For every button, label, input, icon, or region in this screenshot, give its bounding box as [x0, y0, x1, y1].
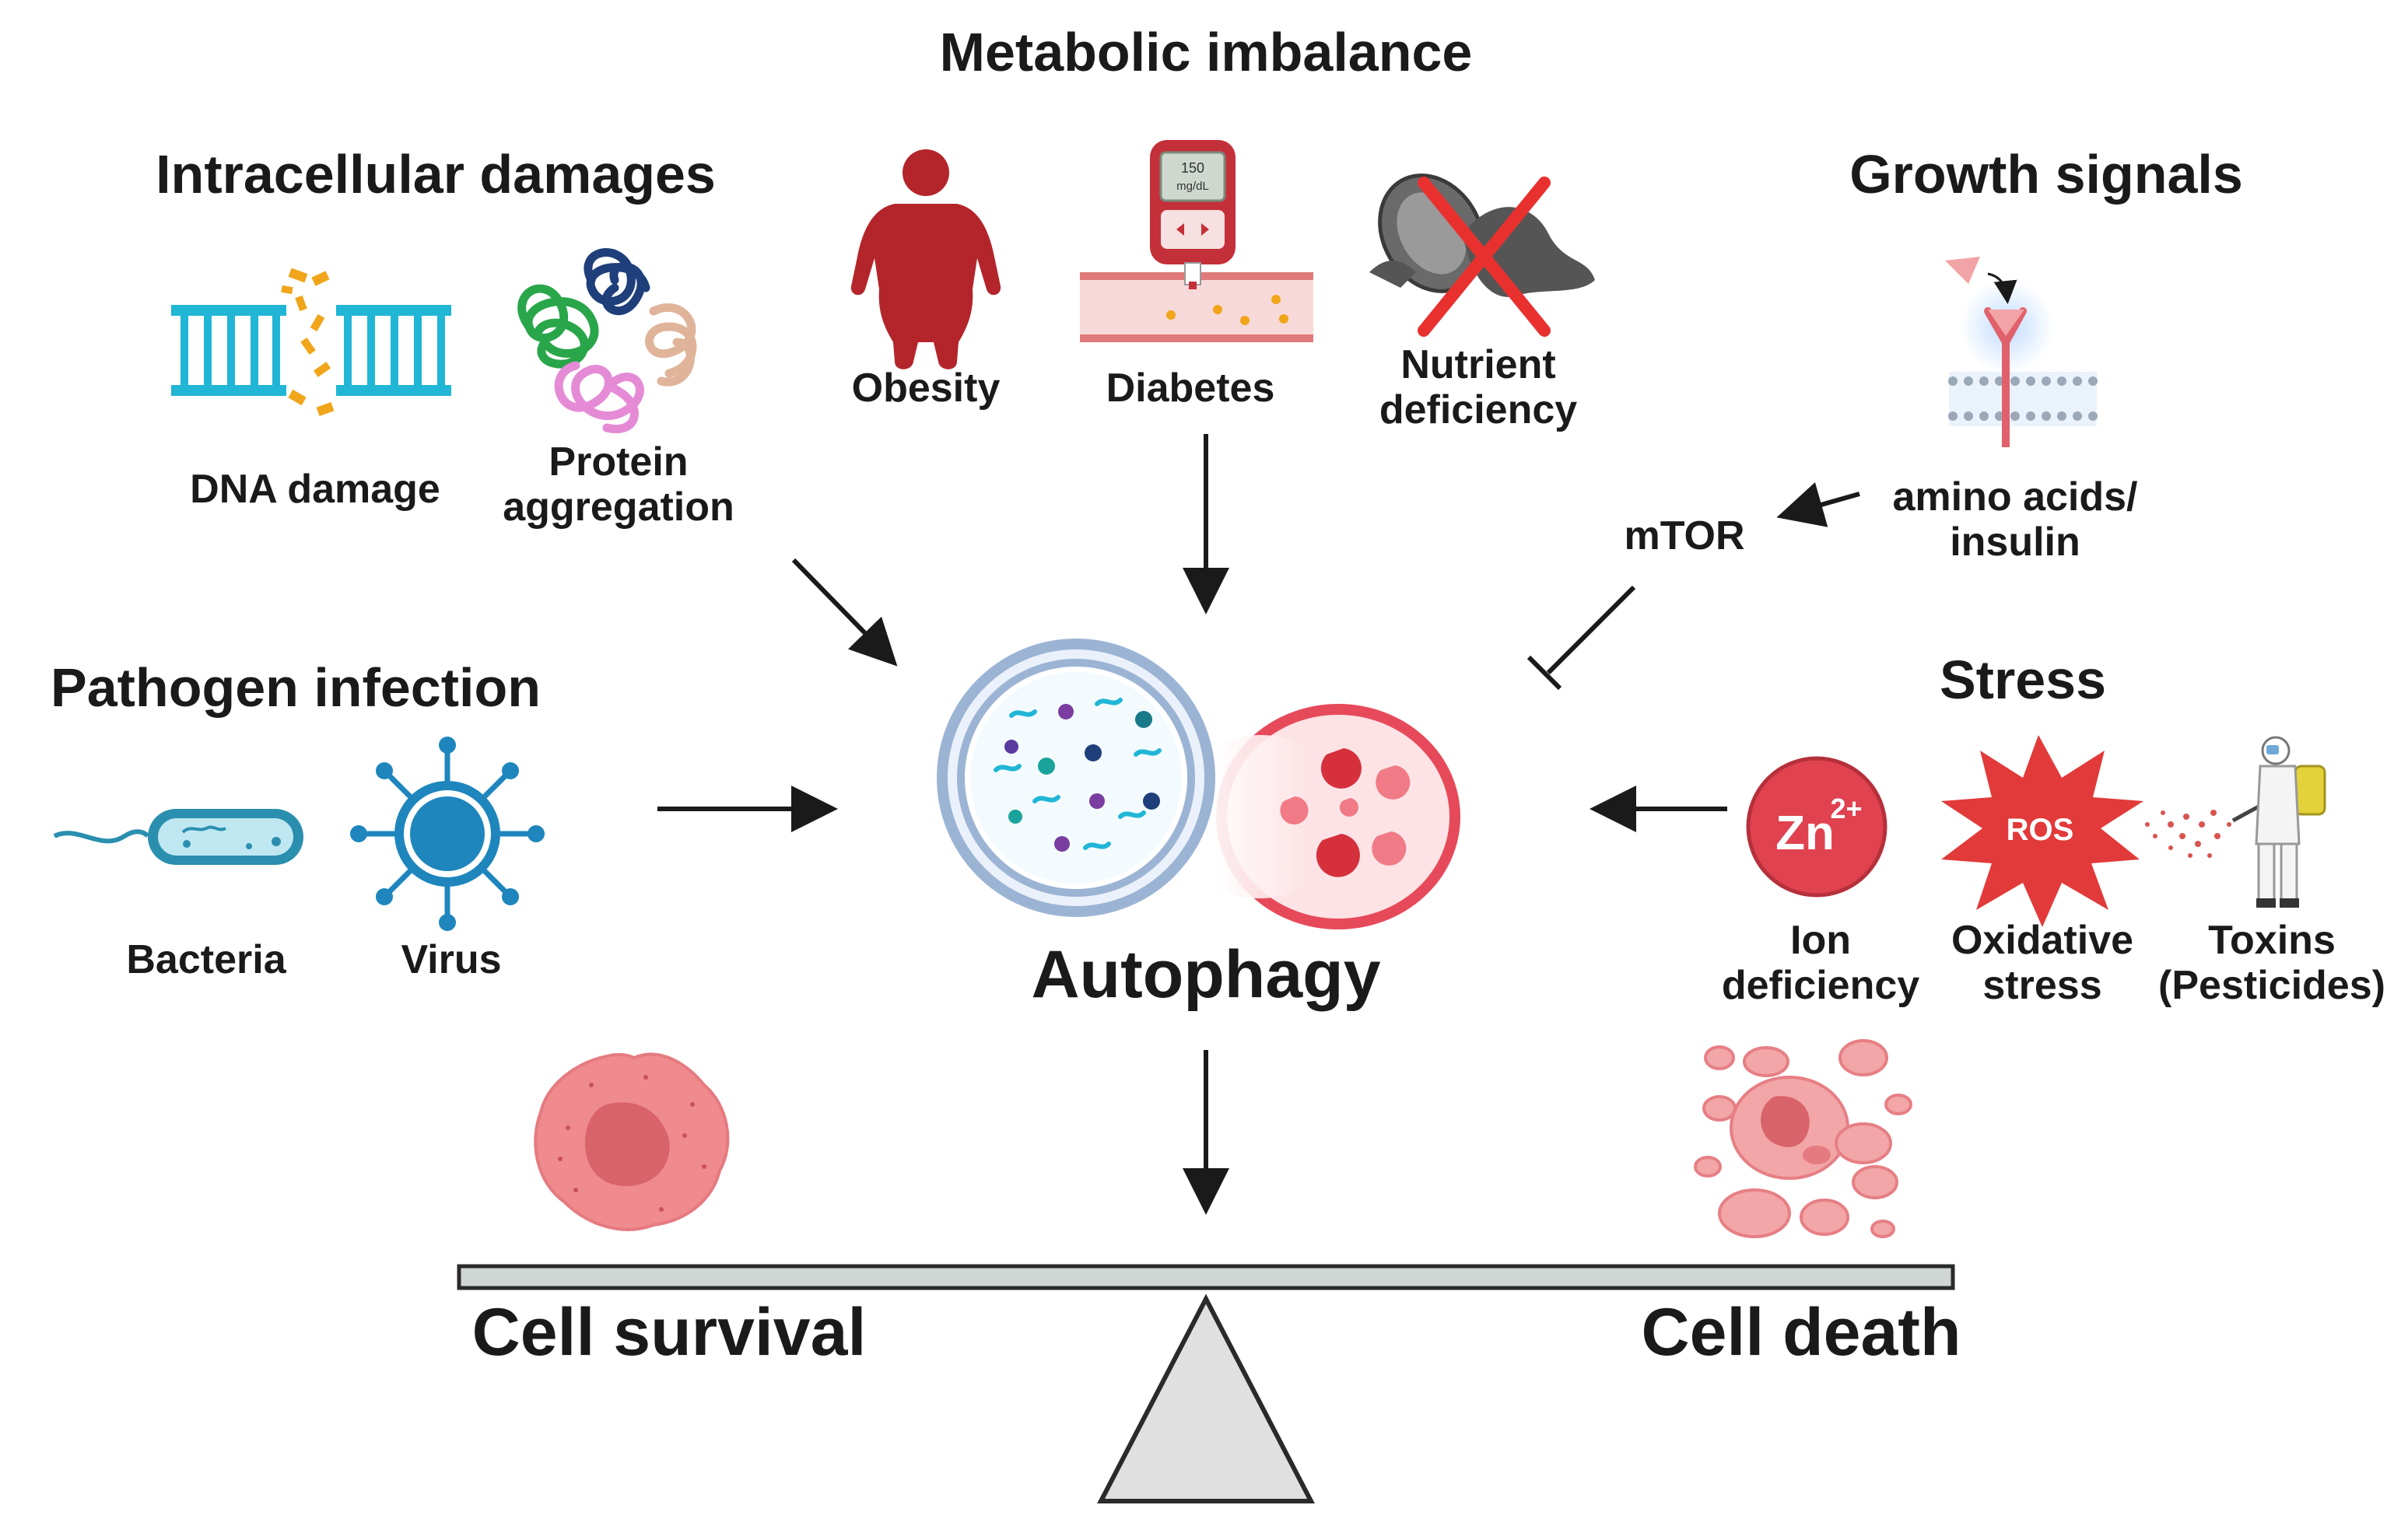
label-cell-death: Cell death [1641, 1295, 1961, 1370]
label-dna-damage: DNA damage [190, 467, 440, 512]
balance-seesaw [457, 1264, 1955, 1503]
label-amino-line1: amino acids/ [1892, 474, 2138, 520]
label-protein-aggregation: Protein aggregation [467, 439, 770, 530]
label-obesity: Obesity [851, 366, 1001, 411]
label-amino-line2: insulin [1950, 520, 2080, 565]
dying-cell-icon [1694, 1039, 1912, 1238]
label-autophagy: Autophagy [1031, 937, 1381, 1012]
label-nutrient-line1: Nutrient [1400, 342, 1556, 387]
heading-pathogen-infection: Pathogen infection [51, 657, 541, 718]
dna-damage-icon [171, 268, 451, 417]
zinc-charge: 2+ [1830, 793, 1862, 824]
arrow-intracellular-to-autophagy [791, 558, 898, 667]
label-oxidative-stress: Oxidative stress [1930, 918, 2155, 1008]
label-protein-line1: Protein [549, 439, 689, 485]
label-bacteria: Bacteria [126, 937, 286, 982]
heading-growth-signals: Growth signals [1849, 144, 2243, 205]
label-amino-acids-insulin: amino acids/ insulin [1852, 474, 2178, 565]
growth-receptor-icon [1945, 257, 2098, 447]
pesticide-sprayer-icon [2145, 736, 2326, 908]
healthy-cell-icon [534, 1052, 730, 1231]
label-toxins-pesticides: Toxins (Pesticides) [2147, 918, 2396, 1008]
label-nutrient-line2: deficiency [1379, 387, 1578, 433]
ros-text: ROS [2007, 813, 2074, 847]
label-nutrient-deficiency: Nutrient deficiency [1354, 342, 1603, 432]
heading-intracellular-damages: Intracellular damages [156, 144, 716, 205]
obesity-icon [850, 149, 1001, 369]
label-toxins-line1: Toxins [2208, 918, 2336, 963]
heading-stress: Stress [1939, 649, 2107, 710]
protein-aggregation-icon [517, 248, 697, 433]
label-oxidative-line2: stress [1982, 963, 2102, 1009]
zinc-ion-icon: Zn 2+ [1746, 756, 1887, 898]
heading-metabolic-imbalance: Metabolic imbalance [939, 22, 1473, 82]
label-protein-line2: aggregation [503, 485, 734, 530]
label-ion-deficiency: Ion deficiency [1704, 918, 1937, 1008]
arrows [657, 434, 1860, 1215]
virus-icon [350, 737, 545, 931]
label-toxins-line2: (Pesticides) [2158, 963, 2385, 1009]
label-cell-survival: Cell survival [471, 1295, 867, 1370]
bacteria-icon [53, 809, 303, 865]
inhibition-mtor-to-autophagy [1526, 585, 1636, 691]
label-diabetes: Diabetes [1106, 366, 1275, 411]
glucometer-value: 150 [1181, 160, 1204, 176]
arrow-amino-to-mtor [1776, 482, 1860, 527]
glucometer-unit: mg/dL [1176, 180, 1209, 193]
label-ion-line1: Ion [1790, 918, 1851, 963]
zinc-symbol: Zn [1775, 807, 1835, 860]
diabetes-icon: 150 mg/dL [1080, 140, 1313, 342]
label-virus: Virus [401, 937, 502, 982]
nutrient-deficiency-icon [1369, 173, 1595, 337]
label-mtor: mTOR [1624, 513, 1745, 558]
autophagy-icon [937, 639, 1460, 929]
label-oxidative-line1: Oxidative [1951, 918, 2134, 963]
ros-burst-icon: ROS [1941, 735, 2143, 927]
label-ion-line2: deficiency [1721, 963, 1920, 1009]
